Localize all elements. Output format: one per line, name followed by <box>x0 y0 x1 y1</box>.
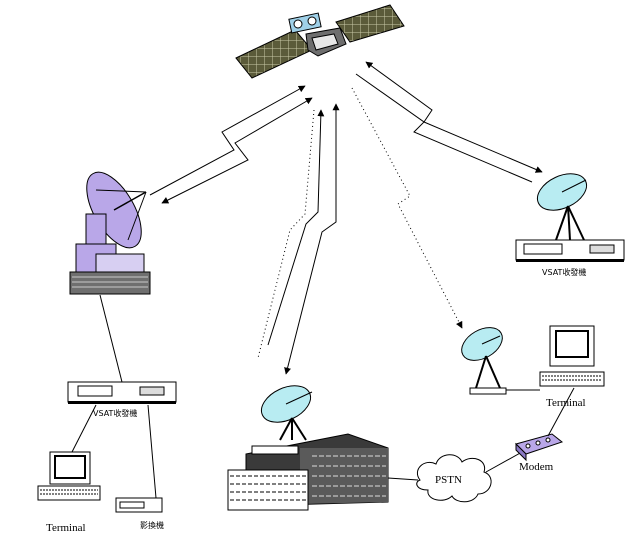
right-terminal <box>539 325 605 387</box>
right-vsat-unit <box>515 239 625 262</box>
right-vsat-label: VSAT收發機 <box>542 267 586 277</box>
wire-vsat-to-left-terminal <box>71 404 97 453</box>
wire-modem-to-terminal <box>547 387 575 437</box>
link-hub-uplink <box>267 109 325 346</box>
satellite-left-panel <box>235 29 313 79</box>
link-sat-to-right-dish-a <box>365 61 543 173</box>
wire-pstn-to-modem <box>485 451 523 473</box>
link-sat-to-left-dish <box>149 85 306 196</box>
left-earth-station <box>69 171 151 295</box>
link-sat-to-right-dish-b <box>355 73 533 183</box>
fax-label: 影換機 <box>140 520 164 530</box>
satellite-right-panel <box>335 4 405 43</box>
left-dish-base <box>69 271 151 295</box>
left-vsat-label: VSAT收發機 <box>93 408 137 418</box>
wire-left-dish-to-vsat <box>99 294 123 383</box>
hub-station <box>227 385 389 511</box>
link-hub-dotted <box>257 109 315 359</box>
modem <box>515 433 564 462</box>
modem-label: Modem <box>519 461 554 473</box>
left-terminal-label: Terminal <box>46 522 86 534</box>
left-vsat-unit <box>67 381 177 404</box>
top-right-dish <box>536 173 588 241</box>
left-dish-pedestal <box>85 213 107 247</box>
right-terminal-label: Terminal <box>546 397 586 409</box>
link-sat-to-lower-right-dish <box>351 87 463 329</box>
fax-machine <box>115 497 163 513</box>
satellite <box>235 4 405 79</box>
pstn-label: PSTN <box>435 474 462 486</box>
left-terminal <box>37 451 101 501</box>
link-left-dish-to-sat <box>161 97 313 204</box>
wire-hub-to-pstn <box>387 477 419 481</box>
lower-right-dish <box>461 327 507 395</box>
pstn-cloud <box>416 454 492 503</box>
link-hub-to-sat <box>284 103 340 375</box>
wire-vsat-to-fax <box>147 404 157 499</box>
